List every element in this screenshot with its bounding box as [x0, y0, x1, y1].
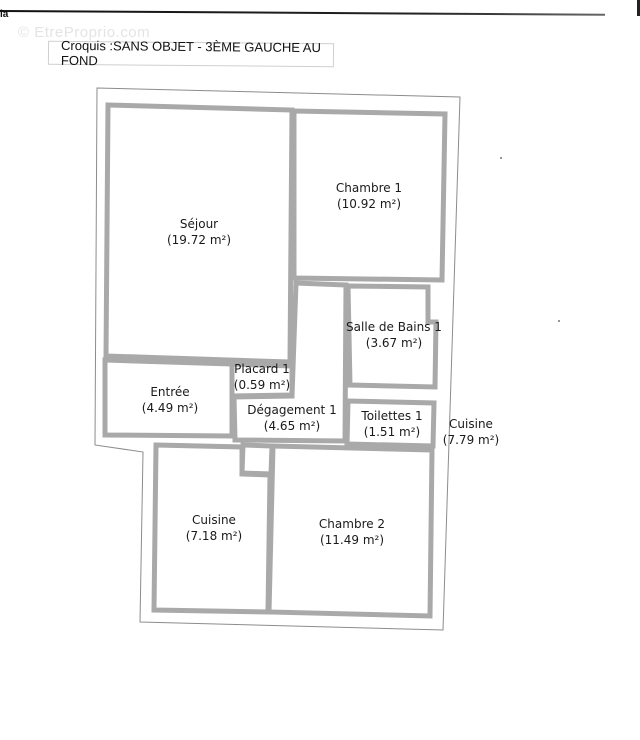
room-label-cuisine-exterior: Cuisine (7.79 m²): [443, 416, 499, 448]
room-chambre1-walls: [291, 108, 448, 283]
scan-speck: [558, 320, 560, 322]
room-label-toilettes: Toilettes 1 (1.51 m²): [361, 408, 422, 440]
room-area: (7.79 m²): [442, 433, 500, 447]
room-area: (4.65 m²): [263, 419, 321, 433]
room-entree-walls: [102, 357, 235, 439]
room-area: (0.59 m²): [233, 378, 291, 392]
room-label-sejour: Séjour (19.72 m²): [167, 216, 231, 248]
room-sdb-walls: [345, 283, 439, 390]
room-chambre2-walls: [266, 443, 435, 619]
room-label-degagement: Dégagement 1 (4.65 m²): [247, 402, 336, 434]
room-sejour-walls: [103, 102, 295, 365]
room-name: Chambre 2: [318, 517, 386, 531]
scan-speck: [500, 157, 502, 159]
room-area: (11.49 m²): [319, 533, 385, 547]
room-area: (19.72 m²): [166, 233, 232, 247]
apartment-outline: [94, 87, 461, 631]
room-toilettes-walls: [344, 398, 437, 449]
room-name: Entrée: [150, 385, 190, 399]
room-name: Salle de Bains 1: [346, 320, 442, 334]
room-name: Placard 1: [234, 362, 290, 376]
room-name: Chambre 1: [335, 181, 403, 195]
watermark: © EtreProprio.com: [18, 24, 151, 41]
room-label-chambre1: Chambre 1 (10.92 m²): [336, 180, 402, 212]
shaft-walls: [239, 442, 275, 477]
room-name: Séjour: [179, 217, 219, 231]
room-label-entree: Entrée (4.49 m²): [142, 384, 198, 416]
room-label-chambre2: Chambre 2 (11.49 m²): [319, 516, 385, 548]
room-area: (7.18 m²): [185, 529, 243, 543]
room-label-placard: Placard 1 (0.59 m²): [234, 361, 290, 393]
room-name: Cuisine: [192, 513, 236, 527]
room-area: (4.49 m²): [141, 401, 199, 415]
room-name: Dégagement 1: [247, 403, 337, 417]
room-label-salle-de-bains: Salle de Bains 1 (3.67 m²): [346, 319, 442, 351]
room-label-cuisine: Cuisine (7.18 m²): [186, 512, 242, 544]
room-area: (3.67 m²): [365, 336, 423, 350]
room-area: (10.92 m²): [336, 197, 402, 211]
page-right-edge: [637, 0, 640, 16]
room-name: Cuisine: [449, 417, 493, 431]
room-degagement-walls: [231, 280, 349, 444]
room-name: Toilettes 1: [361, 409, 423, 423]
room-area: (1.51 m²): [363, 425, 421, 439]
page-corner-fragment: ia: [0, 9, 9, 20]
